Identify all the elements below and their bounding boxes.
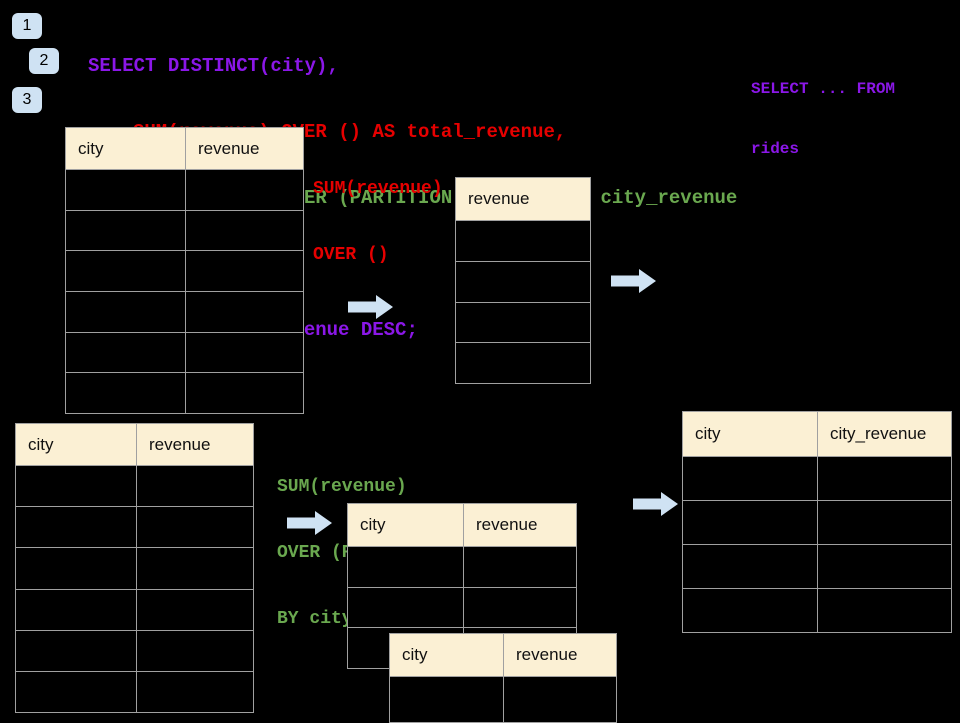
header-cell-revenue: revenue [468,189,530,208]
header-cell-revenue: revenue [516,645,578,664]
header-cell-revenue: revenue [198,138,260,158]
header-cell-city: city [348,504,464,546]
table-row [683,456,951,500]
table-row [16,629,253,671]
header-cell-revenue: revenue [476,515,538,534]
table-row [456,220,590,261]
table-row [66,169,303,210]
total-revenue-annotation: SUM(revenue) OVER () [313,179,443,265]
header-cell-city: city [66,128,186,169]
table-header-row: revenue [456,178,590,220]
right-arrow-icon [287,511,332,535]
table-row [456,342,590,383]
table-row [16,506,253,548]
header-cell-city: city [390,634,504,676]
right-arrow-icon [348,295,393,319]
header-cell-revenue: revenue [149,434,211,454]
corner-snippet-line-1: SELECT ... FROM [751,80,896,98]
table-row [683,500,951,544]
table-row [348,586,576,628]
table-header-row: city revenue [348,504,576,546]
table-row [16,465,253,507]
corner-snippet: SELECT ... FROM rides [751,39,895,179]
table-header-row: city revenue [16,424,253,465]
source-table-bottom: city revenue [15,423,254,713]
right-arrow-icon [611,269,656,293]
table-row [16,588,253,630]
table-row [66,372,303,414]
step-badge-2: 2 [29,48,59,74]
table-row [16,670,253,713]
table-row [66,250,303,292]
table-row [16,547,253,589]
header-cell-city: city [16,424,137,465]
step-badge-3: 3 [12,87,42,113]
city-revenue-result-table: city city_revenue [682,411,952,633]
right-arrow-icon [633,492,678,516]
table-row [390,676,616,722]
table-header-row: city revenue [390,634,616,676]
corner-snippet-line-2: rides [751,140,800,158]
table-row [66,291,303,332]
header-cell-city: city [683,412,818,456]
table-header-row: city revenue [66,128,303,169]
table-row [456,260,590,302]
step-badge-1: 1 [12,13,42,39]
total-revenue-table: revenue [455,177,591,384]
source-table-top: city revenue [65,127,304,414]
table-row [683,544,951,588]
table-row [456,301,590,343]
table-row [66,331,303,373]
table-header-row: city city_revenue [683,412,951,456]
table-row [348,546,576,587]
table-row [66,209,303,251]
table-row [683,588,951,632]
header-cell-city-revenue: city_revenue [830,424,927,443]
partition-table-front: city revenue [389,633,617,723]
sql-line-select: SELECT DISTINCT(city), [88,55,339,77]
